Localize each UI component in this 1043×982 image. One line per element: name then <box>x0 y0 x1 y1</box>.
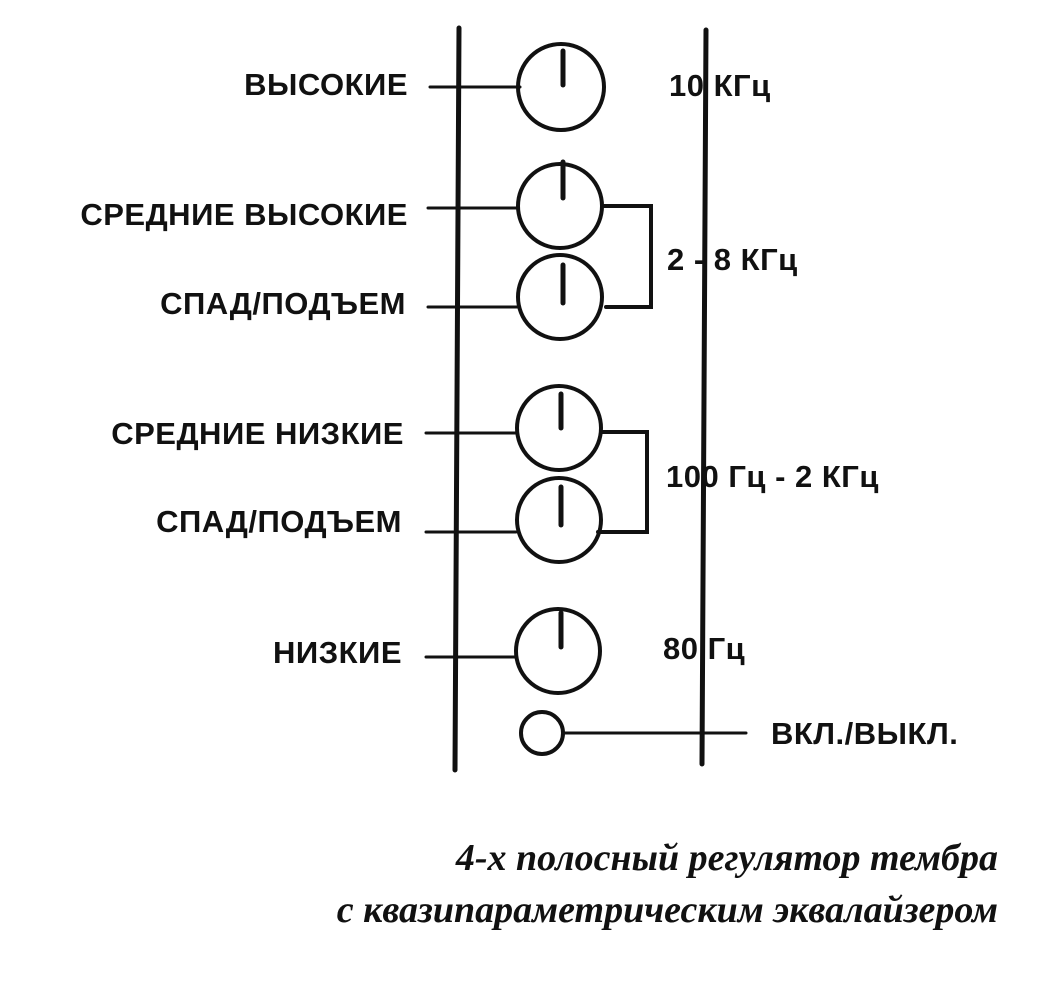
knob-mid-high[interactable] <box>516 162 604 250</box>
knob-low[interactable] <box>514 607 602 695</box>
label-mid-high-slope: СПАД/ПОДЪЕМ <box>160 286 406 321</box>
power-switch[interactable] <box>519 710 565 756</box>
band-high: 10 КГц <box>669 68 771 103</box>
label-mid-low-slope: СПАД/ПОДЪЕМ <box>156 504 402 539</box>
knob-mid-high-slope[interactable] <box>516 253 604 341</box>
bracket-mid-low <box>596 430 649 534</box>
label-mid-low: СРЕДНИЕ НИЗКИЕ <box>111 416 404 451</box>
left-panel-line <box>452 25 462 773</box>
band-mid-high: 2 - 8 КГц <box>667 242 798 277</box>
knob-mid-low-slope[interactable] <box>515 476 603 564</box>
knob-mid-low[interactable] <box>515 384 603 472</box>
power-switch-label: ВКЛ./ВЫКЛ. <box>771 716 959 751</box>
bracket-mid-high <box>600 204 653 309</box>
right-panel-line <box>699 27 709 767</box>
band-mid-low: 100 Гц - 2 КГц <box>666 459 879 494</box>
label-mid-high: СРЕДНИЕ ВЫСОКИЕ <box>80 197 408 232</box>
label-low: НИЗКИЕ <box>273 635 402 670</box>
label-high: ВЫСОКИЕ <box>244 67 408 102</box>
caption-line-2: с квазипараметрическим эквалайзером <box>336 889 998 931</box>
band-low: 80 Гц <box>663 631 746 666</box>
knob-high[interactable] <box>516 42 606 132</box>
caption-line-1: 4-х полосный регулятор тембра <box>455 837 998 879</box>
